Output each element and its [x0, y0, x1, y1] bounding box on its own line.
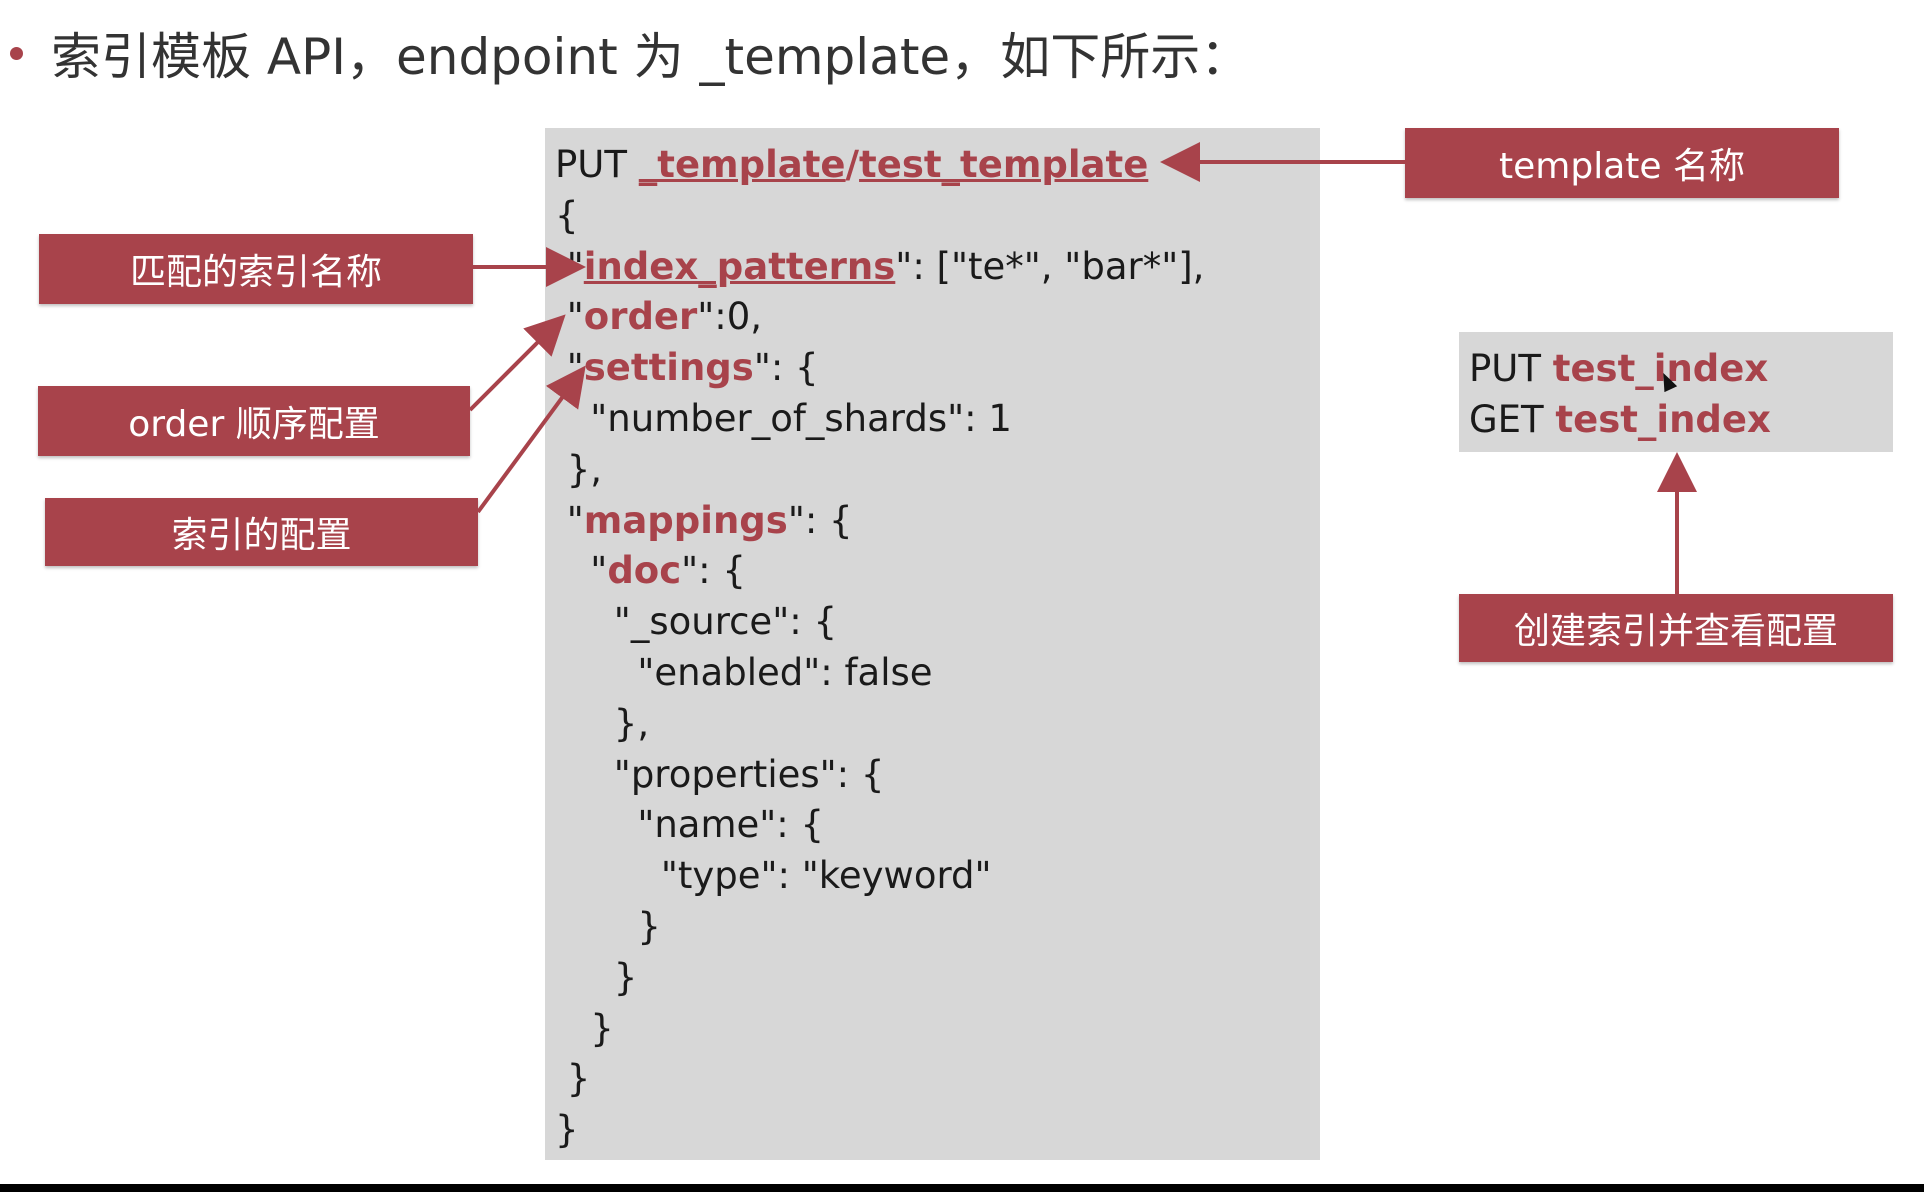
code-line: } [555, 953, 638, 1003]
get-index-line: GET test_index [1469, 395, 1771, 445]
code-line: { [555, 191, 579, 241]
slide-heading: 索引模板 API，endpoint 为 _template，如下所示： [10, 18, 1250, 88]
code-keyword: doc [607, 549, 682, 593]
code-line: "settings": { [555, 343, 819, 393]
code-text: " [555, 295, 584, 339]
code-text: ": { [681, 549, 746, 593]
code-text: ": { [787, 498, 853, 542]
code-text: ": ["te*", "bar*"], [895, 244, 1205, 288]
bottom-bar [0, 1184, 1924, 1192]
callout-template-name: template 名称 [1405, 128, 1839, 198]
code-line: "properties": { [555, 750, 885, 800]
code-line: } [555, 902, 661, 952]
callout-order: order 顺序配置 [38, 386, 470, 456]
code-line: "number_of_shards": 1 [555, 394, 1012, 444]
code-text: "_source": { [555, 600, 837, 644]
callout-create-index: 创建索引并查看配置 [1459, 594, 1893, 662]
code-text: } [555, 1057, 591, 1101]
bullet-icon [10, 46, 23, 60]
code-keyword: mappings [583, 498, 788, 542]
code-text: " [555, 549, 608, 593]
code-text: "number_of_shards": 1 [555, 397, 1012, 440]
code-text: "name": { [555, 803, 825, 847]
get-target: test_index [1555, 398, 1771, 441]
code-line: } [555, 1004, 614, 1054]
code-keyword: test_template [859, 143, 1149, 186]
code-line: "name": { [555, 800, 824, 850]
put-index-line: PUT test_index [1469, 344, 1768, 394]
put-target: test_index [1552, 347, 1769, 390]
code-text: } [555, 1006, 614, 1050]
code-line: "enabled": false [555, 648, 933, 698]
code-text: } [555, 905, 661, 948]
code-line: "order":0, [555, 292, 762, 342]
code-keyword: order [583, 295, 698, 339]
heading-text: 索引模板 API，endpoint 为 _template，如下所示： [51, 28, 1251, 86]
code-text: PUT [555, 143, 639, 186]
code-text: }, [555, 447, 603, 491]
code-keyword: / [845, 143, 860, 186]
code-keyword: index_patterns [583, 244, 896, 288]
code-text: }, [555, 701, 650, 745]
callout-settings: 索引的配置 [45, 498, 478, 566]
get-method: GET [1469, 398, 1556, 441]
code-text: " [555, 498, 584, 542]
code-line: "type": "keyword" [555, 851, 992, 901]
code-line: "_source": { [555, 597, 837, 647]
code-line: PUT _template/test_template [555, 140, 1148, 190]
index-code-block [1459, 332, 1893, 452]
code-line: } [555, 1105, 579, 1155]
code-text: ": { [753, 346, 819, 390]
code-line: }, [555, 445, 602, 495]
code-line: }, [555, 699, 649, 749]
code-text: } [555, 955, 638, 999]
code-line: "doc": { [555, 546, 746, 596]
put-method: PUT [1469, 347, 1553, 390]
code-text: "type": "keyword" [555, 854, 992, 898]
code-line: "mappings": { [555, 496, 853, 546]
template-code-block [545, 128, 1320, 1160]
code-text: ":0, [697, 295, 763, 339]
code-keyword: _template [638, 143, 846, 186]
code-text: } [555, 1108, 579, 1152]
arrow-order [468, 314, 566, 412]
code-text: { [555, 193, 579, 237]
code-keyword: settings [583, 346, 754, 390]
code-line: "index_patterns": ["te*", "bar*"], [555, 242, 1205, 292]
callout-index-patterns: 匹配的索引名称 [39, 234, 473, 304]
code-text: "properties": { [555, 752, 885, 796]
code-line: } [555, 1054, 591, 1104]
arrow-settings [476, 365, 586, 514]
code-text: "enabled": false [555, 651, 933, 694]
